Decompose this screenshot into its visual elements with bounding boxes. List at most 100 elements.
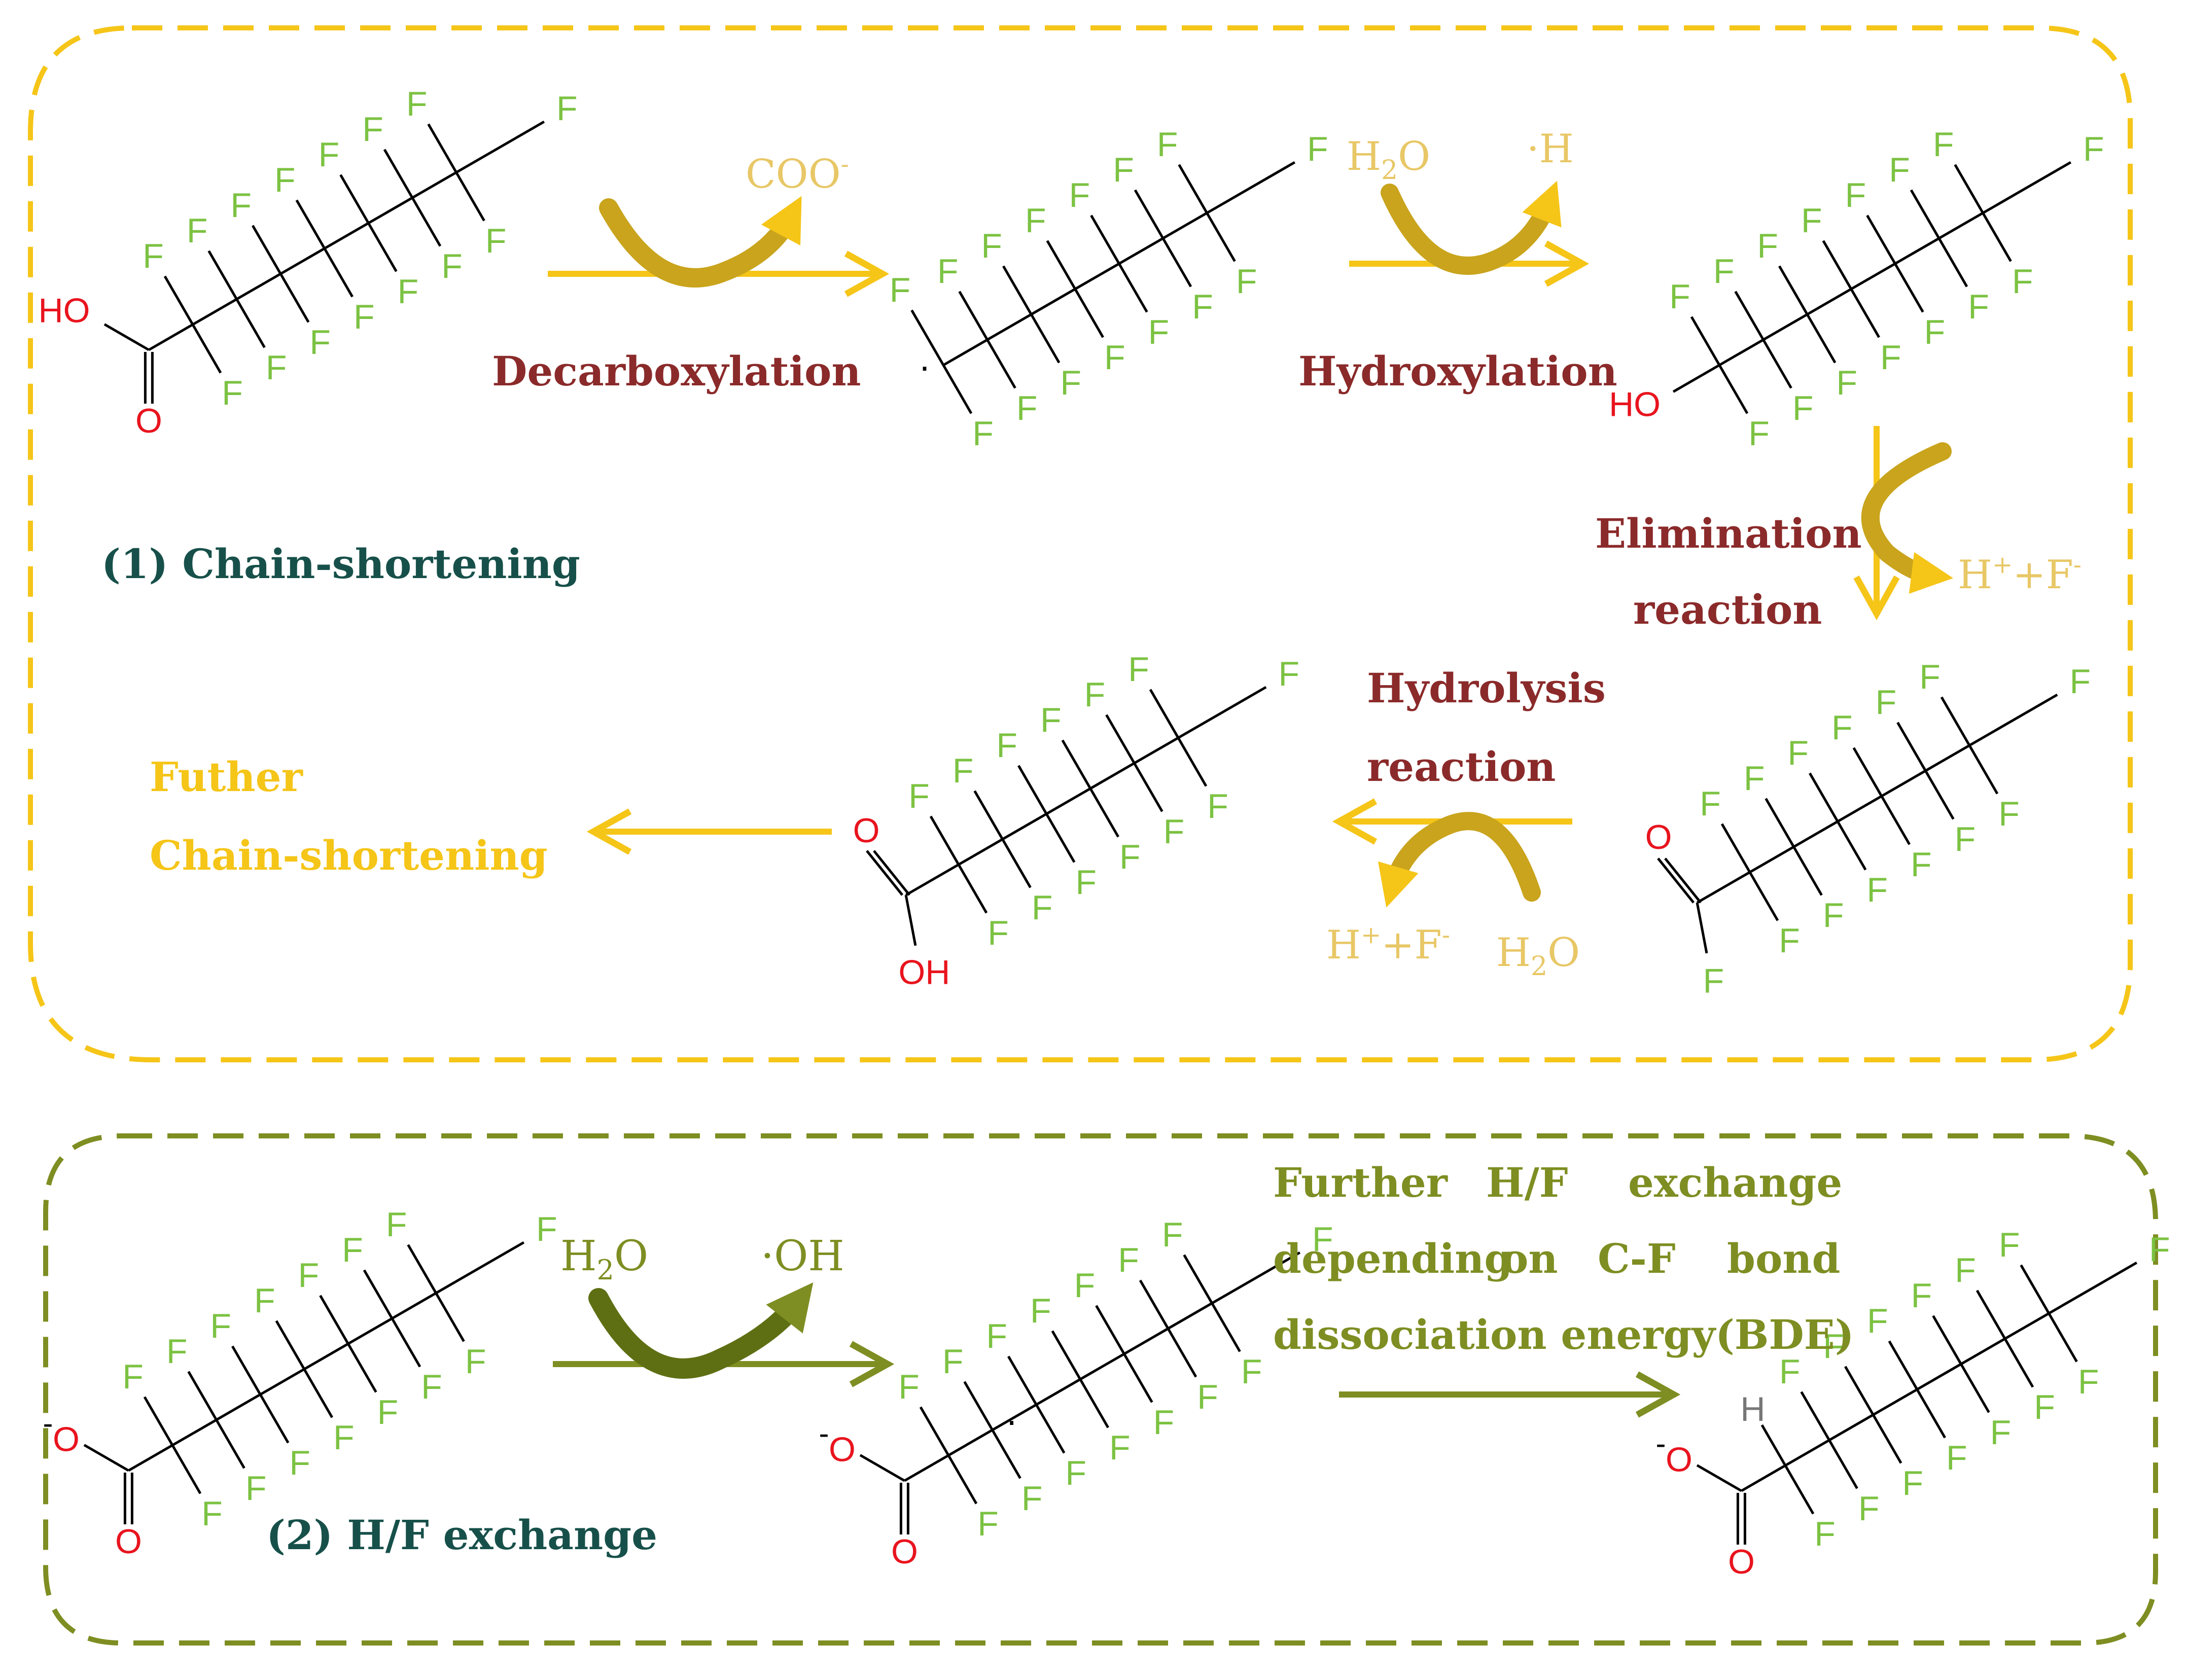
- fluorine-label: F: [1032, 888, 1053, 927]
- c-f-bonds: [1095, 1305, 1153, 1403]
- fluorine-label: F: [222, 374, 243, 412]
- fluorine-label: F: [342, 1231, 363, 1269]
- fluorine-label: F: [1876, 683, 1897, 722]
- c-f-bonds: [1896, 722, 1955, 820]
- c-f-bonds: [427, 123, 485, 222]
- carbon-backbone: [905, 686, 1267, 897]
- fluorine-label: F: [1801, 201, 1822, 240]
- chain-shortening-frame: [28, 25, 2133, 1062]
- c-f-bonds: [1017, 765, 1076, 863]
- fluorine-label: F: [274, 161, 296, 199]
- c-f-bonds: [1844, 1366, 1902, 1464]
- hf-exchange-frame: [43, 1133, 2158, 1646]
- hydrolysis-label-2: reaction: [1367, 743, 1556, 791]
- fluorine-label: F: [1955, 820, 1976, 859]
- c-f-bonds: [1852, 747, 1911, 845]
- decarboxylation-label: Decarboxylation: [492, 347, 861, 395]
- c-f-bonds: [1178, 164, 1236, 262]
- elimination-label-2: reaction: [1633, 586, 1822, 633]
- svg-text:on: on: [1501, 1235, 1558, 1282]
- c-f-bonds: [963, 1381, 1021, 1479]
- fluorine-label: F: [319, 135, 340, 174]
- c-f-bonds: [1940, 696, 1999, 795]
- fluorine-label: F: [1703, 961, 1724, 1000]
- fluorine-label: F: [2149, 1230, 2170, 1269]
- c-f-bonds: [958, 291, 1016, 389]
- c-f-bonds: [1007, 1355, 1066, 1454]
- fluorine-label: F: [942, 1342, 964, 1381]
- c-f-bond: [1696, 902, 1708, 954]
- fluorine-label: F: [953, 752, 974, 790]
- fluorine-label: F: [890, 271, 911, 309]
- oxygen-label: O: [115, 1522, 142, 1561]
- negative-charge: -: [819, 1416, 829, 1450]
- fluorine-label: F: [996, 726, 1017, 765]
- fluorine-label: F: [298, 1256, 320, 1295]
- hydroxyl-label: HO: [38, 292, 90, 330]
- fluorine-label: F: [972, 414, 994, 453]
- elimination-curve: [1861, 442, 1954, 594]
- fluorine-label: F: [377, 1393, 399, 1432]
- fluorine-label: F: [2083, 130, 2104, 168]
- elimination-hf-label: H++F-: [1958, 551, 2082, 598]
- fluorine-label: F: [1669, 277, 1690, 316]
- fluorine-label: F: [1700, 784, 1721, 823]
- c-f-bonds: [1002, 265, 1061, 364]
- decarboxylation-curve: [599, 196, 802, 288]
- c-f-bonds: [1061, 739, 1119, 838]
- fluorine-label: F: [1787, 734, 1809, 772]
- c-f-bonds: [1149, 689, 1208, 787]
- fluorine-label: F: [1128, 650, 1149, 689]
- fluorine-label: F: [398, 272, 419, 311]
- fluorine-label: F: [1075, 863, 1097, 902]
- c-f-bonds: [1822, 240, 1880, 338]
- fluorine-label: F: [254, 1281, 275, 1320]
- oxygen-label: O: [135, 402, 162, 440]
- fluorine-label: F: [1163, 812, 1185, 851]
- fluorine-label: F: [441, 247, 463, 285]
- svg-text:H/F: H/F: [1486, 1159, 1568, 1206]
- hydroxylation-h2o-label: H2O: [1347, 134, 1430, 186]
- hydroxyl-label: HO: [1609, 385, 1661, 424]
- oh-radical-label: ·OH: [761, 1232, 844, 1280]
- fluorine-label: F: [1748, 414, 1770, 453]
- c-f-bonds: [1183, 1254, 1241, 1352]
- fluorine-label: F: [266, 348, 287, 387]
- fluorine-label: F: [309, 323, 331, 362]
- fluorine-label: F: [1119, 838, 1141, 876]
- fluorine-label: F: [1040, 701, 1062, 739]
- c-f-bonds: [1888, 1340, 1946, 1439]
- fluorine-label: F: [1880, 338, 1901, 377]
- fluorine-label: F: [536, 1210, 557, 1248]
- hydrolysis-label-1: Hydrolysis: [1367, 664, 1606, 712]
- carbon-backbone: [1741, 1261, 2138, 1492]
- c-f-bonds: [1778, 265, 1837, 364]
- oxygen-label: O: [853, 811, 880, 850]
- fluorine-label: F: [1968, 288, 1989, 326]
- c-f-bonds: [910, 309, 973, 414]
- fluorine-label: F: [406, 85, 428, 123]
- fluorine-label: F: [1779, 921, 1800, 960]
- hf-exchange-title: (2) H/F exchange: [266, 1511, 657, 1559]
- c-f-bonds: [1105, 714, 1163, 812]
- fluorine-label: F: [354, 298, 375, 336]
- fluorine-label: F: [245, 1469, 267, 1508]
- fluorine-label: F: [1069, 176, 1090, 215]
- fluorine-label: F: [988, 914, 1009, 952]
- fluorine-label: F: [1836, 364, 1857, 402]
- fluorine-label: F: [1118, 1241, 1139, 1279]
- c-o-bond: [1696, 1464, 1742, 1492]
- fluorine-label: F: [1021, 1479, 1043, 1518]
- c-f-bonds: [1954, 164, 2012, 262]
- carbon-backbone: [1696, 693, 2058, 904]
- c-o-bond: [103, 323, 150, 351]
- c-f-bonds: [1734, 291, 1792, 389]
- fluorine-label: F: [2012, 262, 2033, 301]
- hydrogen-label: H: [1740, 1390, 1765, 1428]
- c-o-bond: [1672, 364, 1720, 393]
- fluorine-label: F: [333, 1418, 355, 1457]
